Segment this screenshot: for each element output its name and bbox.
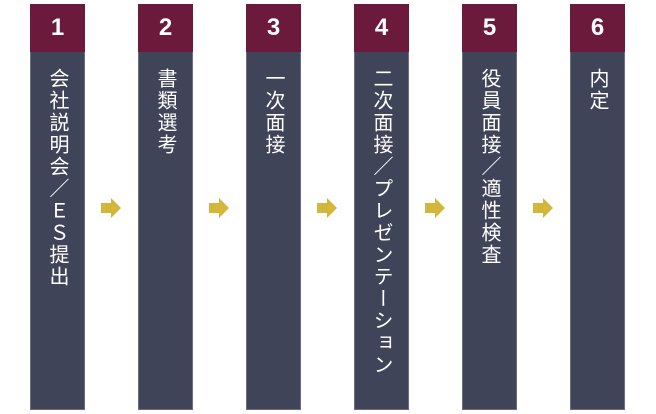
step-number: 3 <box>246 4 301 52</box>
step-number: 2 <box>138 4 193 52</box>
step-1: 1 会社説明会／ＥＳ提出 <box>30 4 85 410</box>
step-2: 2 書類選考 <box>138 4 193 410</box>
step-number: 6 <box>570 4 625 52</box>
arrow-right-icon <box>209 198 229 218</box>
step-number: 4 <box>354 4 409 52</box>
arrow-right-icon <box>101 198 121 218</box>
step-label: 会社説明会／ＥＳ提出 <box>46 68 70 288</box>
step-label: 二次面接／プレゼンテーション <box>370 68 394 376</box>
step-label: 書類選考 <box>154 68 178 156</box>
step-number: 1 <box>30 4 85 52</box>
step-4: 4 二次面接／プレゼンテーション <box>354 4 409 410</box>
step-number: 5 <box>462 4 517 52</box>
step-3: 3 一次面接 <box>246 4 301 410</box>
step-label: 一次面接 <box>262 68 286 156</box>
arrow-right-icon <box>533 198 553 218</box>
step-label: 内定 <box>586 68 610 112</box>
step-label: 役員面接／適性検査 <box>478 68 502 266</box>
arrow-right-icon <box>317 198 337 218</box>
step-6: 6 内定 <box>570 4 625 410</box>
arrow-right-icon <box>425 198 445 218</box>
step-5: 5 役員面接／適性検査 <box>462 4 517 410</box>
